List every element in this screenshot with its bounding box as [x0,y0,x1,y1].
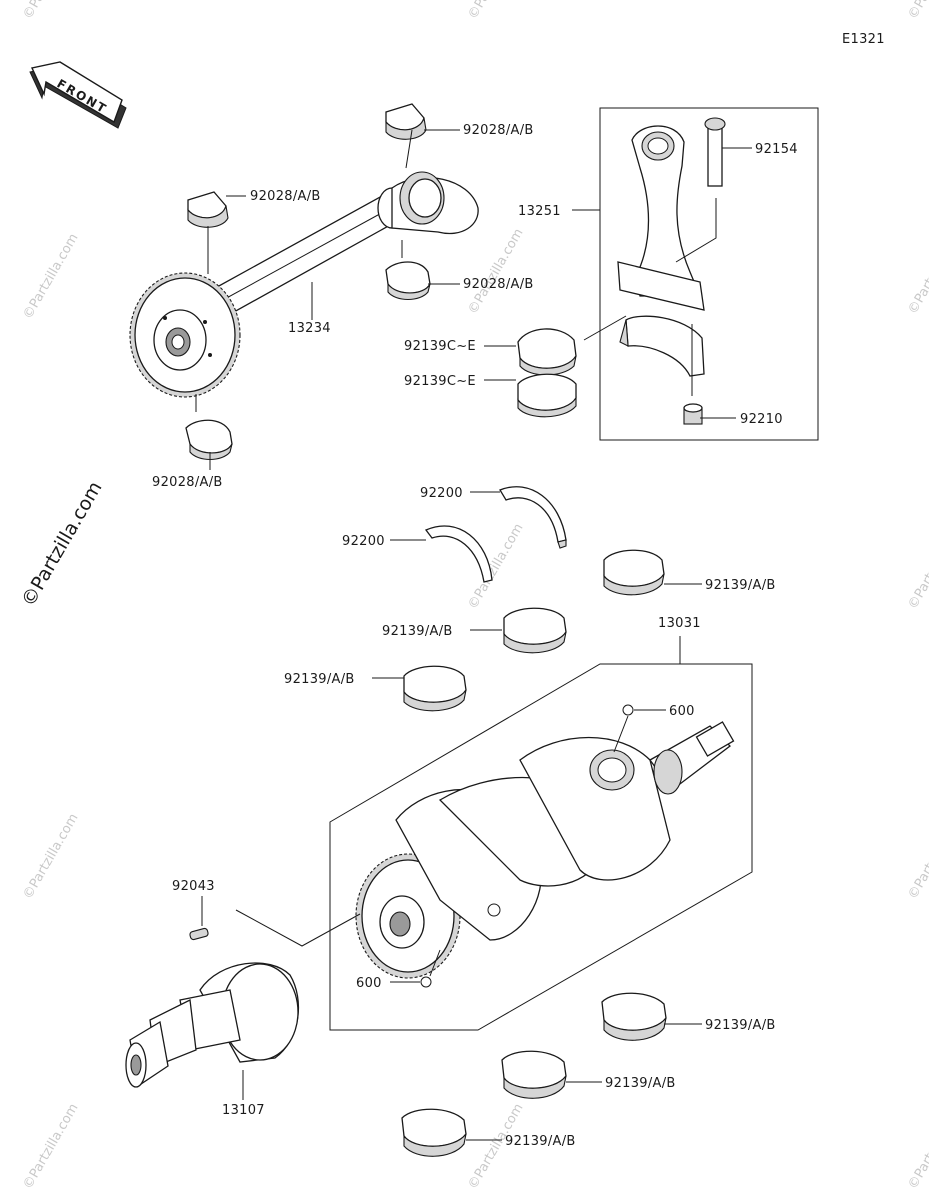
main-bearing-drawing [403,665,467,712]
watermark-logo: ©Partzilla.com [20,1101,81,1192]
part-label-rod-bearing-lower[interactable]: 92139C~E [404,374,476,389]
part-label-main-bearing-1[interactable]: 92139/A/B [705,578,776,593]
bearing-shell-drawing [185,419,233,461]
part-label-thrust-washer-lower[interactable]: 92200 [342,534,385,549]
part-label-main-bearing-3[interactable]: 92139/A/B [284,672,355,687]
part-label-balancer-shaft[interactable]: 13234 [288,321,331,336]
part-label-main-bearing-5[interactable]: 92139/A/B [605,1076,676,1091]
watermark-logo: ©Partzilla.com [465,0,526,22]
crankshaft-box [329,663,753,1031]
leader-lines [195,129,752,1141]
part-label-bearing-lower-left[interactable]: 92028/A/B [152,475,223,490]
watermark-logo: ©Partzilla.com [20,811,81,902]
main-bearing-drawing [401,1108,467,1157]
watermark-logo: ©Partzilla.com [465,521,526,612]
part-label-ref-600-lower[interactable]: 600 [356,976,382,991]
watermark-group: ©Partzilla.com ©Partzilla.com ©Partzilla… [17,0,929,1192]
part-label-dowel-pin[interactable]: 92043 [172,879,215,894]
bearing-shell-drawing [187,191,229,228]
watermark-logo: ©Partzilla.com [905,1101,929,1192]
main-bearing-drawing [601,992,667,1041]
watermark-logo: ©Partzilla.com [905,521,929,612]
part-label-rod-bearing-upper[interactable]: 92139C~E [404,339,476,354]
watermark-logo-main: ©Partzilla.com [17,478,106,611]
dowel-pin-drawing [189,927,209,941]
coupling-drawing [125,962,300,1088]
thrust-washer-drawing [424,525,493,583]
rod-bearing-drawing [517,328,577,376]
thrust-washer-drawing [499,486,567,549]
part-label-rod-nut[interactable]: 92210 [740,412,783,427]
crankshaft-drawing [355,721,735,979]
bearing-shell-drawing [385,261,431,301]
part-label-rod-bolt[interactable]: 92154 [755,142,798,157]
part-label-coupling[interactable]: 13107 [222,1103,265,1118]
part-label-connecting-rod[interactable]: 13251 [518,204,561,219]
front-arrow-icon: FRONT [29,61,127,129]
part-label-bearing-top-right[interactable]: 92028/A/B [463,123,534,138]
part-label-bearing-mid-right[interactable]: 92028/A/B [463,277,534,292]
part-label-main-bearing-4[interactable]: 92139/A/B [705,1018,776,1033]
watermark-logo: ©Partzilla.com [465,226,526,317]
part-labels: 92028/A/B 92028/A/B 92028/A/B 13234 9202… [152,123,798,1149]
watermark-logo: ©Partzilla.com [20,231,81,322]
part-label-ref-600-upper[interactable]: 600 [669,704,695,719]
part-label-thrust-washer-upper[interactable]: 92200 [420,486,463,501]
part-label-crankshaft[interactable]: 13031 [658,616,701,631]
main-bearing-drawing [501,1050,567,1099]
rod-bearing-drawing [517,373,577,418]
balancer-shaft-drawing [129,171,479,398]
main-bearing-drawing [603,549,665,596]
part-label-bearing-top-left[interactable]: 92028/A/B [250,189,321,204]
watermark-logo: ©Partzilla.com [905,226,929,317]
bearing-shell-drawing [385,103,427,140]
part-label-main-bearing-6[interactable]: 92139/A/B [505,1134,576,1149]
watermark-logo: ©Partzilla.com [905,811,929,902]
watermark-logo: ©Partzilla.com [905,0,929,22]
diagram-code: E1321 [842,32,885,47]
main-bearing-drawing [503,607,567,654]
connecting-rod-box [599,107,819,441]
watermark-logo: ©Partzilla.com [20,0,81,22]
part-label-main-bearing-2[interactable]: 92139/A/B [382,624,453,639]
